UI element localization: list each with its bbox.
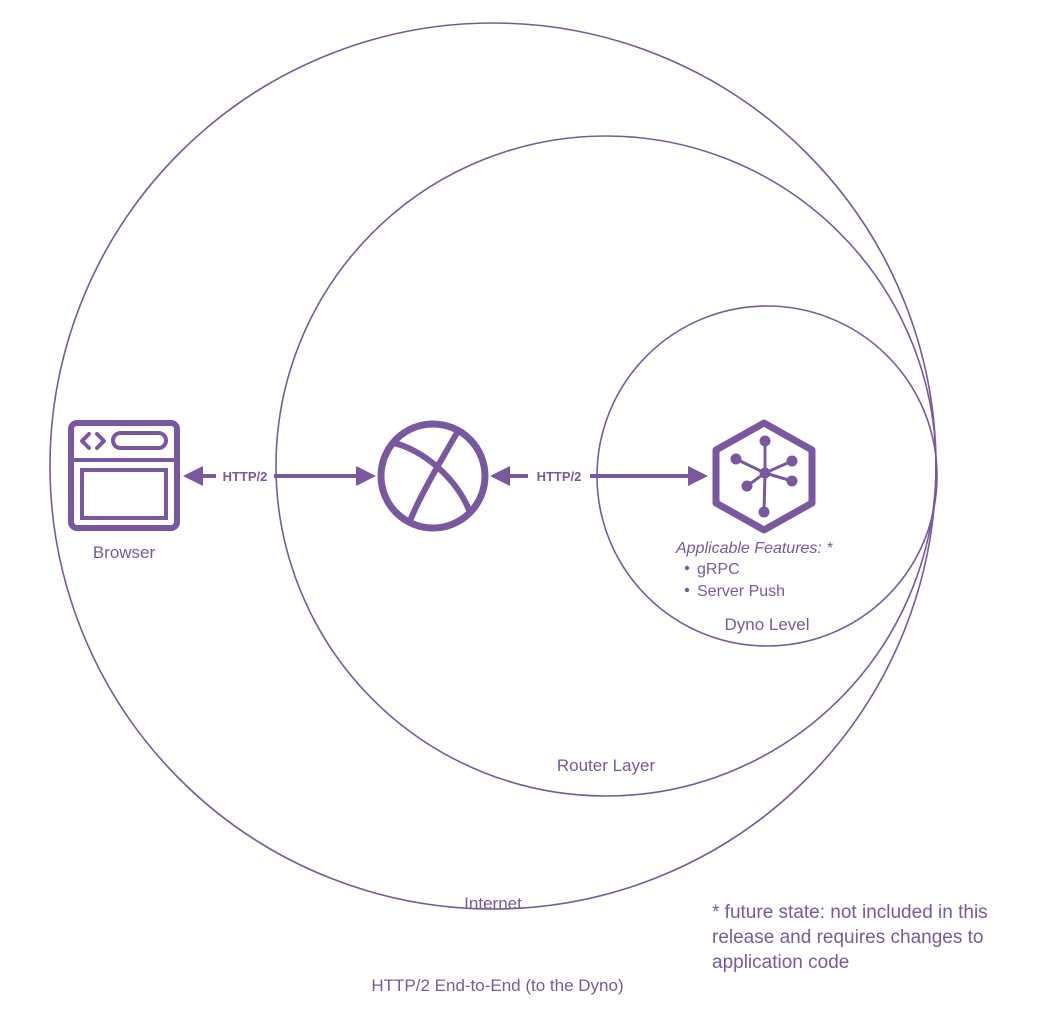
browser-window-icon: [68, 420, 180, 531]
bullet-icon: [684, 565, 690, 571]
bullet-icon: [684, 587, 690, 593]
router-circle: [275, 135, 937, 797]
dyno-hexagon-icon: [712, 419, 816, 534]
footnote-line: * future state: not included in this: [712, 902, 988, 923]
footnote: * future state: not included in this rel…: [712, 900, 1032, 975]
router-layer-label: Router Layer: [557, 756, 656, 775]
feature-item: gRPC: [697, 561, 740, 578]
connection-label: HTTP/2: [223, 469, 268, 484]
browser-label: Browser: [93, 543, 156, 562]
dyno-layer-label: Dyno Level: [724, 615, 809, 634]
connection-browser-router: HTTP/2: [183, 466, 376, 486]
footnote-line: application code: [712, 952, 850, 973]
diagram-caption: HTTP/2 End-to-End (to the Dyno): [371, 976, 624, 995]
feature-item: Server Push: [697, 583, 785, 600]
footnote-line: release and requires changes to: [712, 927, 984, 948]
globe-icon: [377, 420, 489, 532]
connection-router-dyno: HTTP/2: [490, 466, 708, 486]
connection-label: HTTP/2: [537, 469, 582, 484]
features-heading: Applicable Features: *: [675, 540, 833, 557]
internet-layer-label: Internet: [464, 894, 522, 913]
